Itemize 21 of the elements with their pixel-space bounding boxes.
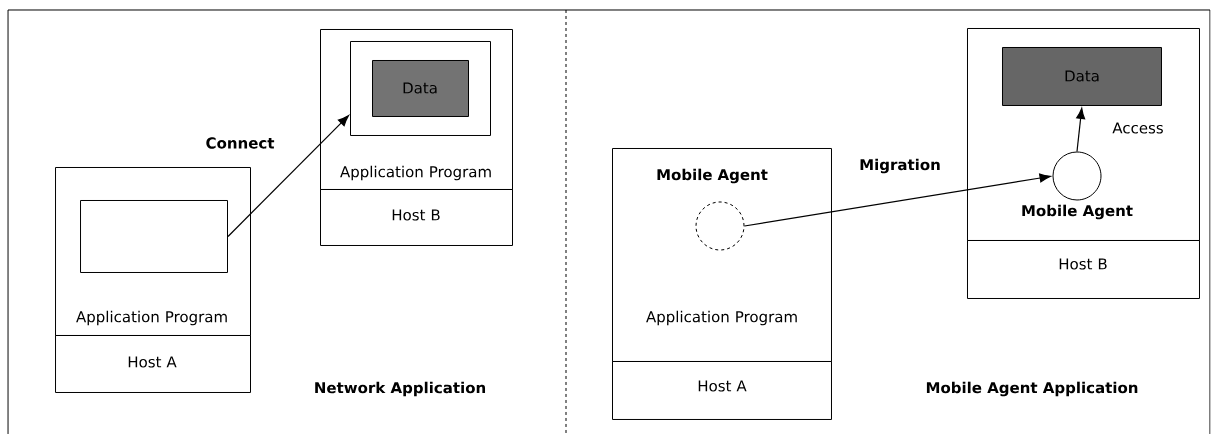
- arrow: [743, 173, 1051, 227]
- edge-label: Migration: [858, 157, 942, 175]
- host-box: Host B: [320, 189, 513, 246]
- arrow: [227, 115, 349, 238]
- data-box: Data: [1002, 47, 1162, 106]
- edge-label: Access: [1111, 121, 1165, 135]
- host-box: Host A: [55, 335, 251, 393]
- program-box: Application Program: [55, 167, 251, 336]
- caption: Network Application: [315, 381, 485, 397]
- data-box: Data: [372, 60, 469, 117]
- box: [967, 28, 1200, 241]
- caption: Mobile Agent Application: [926, 381, 1138, 397]
- node-label: Mobile Agent: [1022, 204, 1133, 220]
- edge-label: Connect: [204, 136, 276, 150]
- arrow: [1076, 107, 1086, 153]
- box: [80, 200, 228, 273]
- circle: [695, 201, 745, 251]
- box: [350, 41, 491, 136]
- program-box: Mobile Agent Application Program: [612, 148, 832, 362]
- host-box: Host B: [967, 240, 1200, 299]
- host-box: Host A: [612, 361, 832, 420]
